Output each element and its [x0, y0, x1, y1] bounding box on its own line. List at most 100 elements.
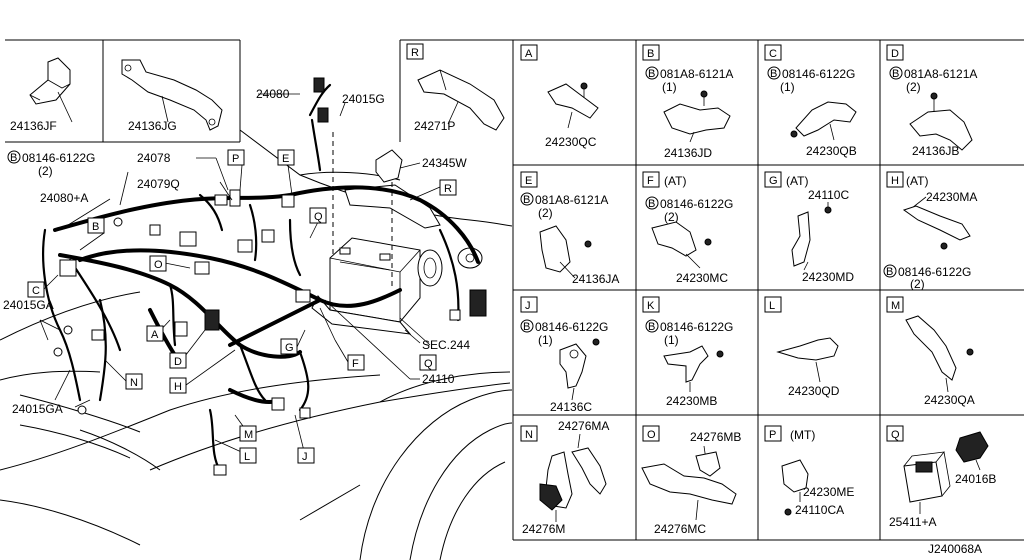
svg-text:D: D	[891, 48, 899, 60]
svg-text:08146-6122G: 08146-6122G	[535, 320, 608, 334]
svg-text:G: G	[285, 342, 294, 354]
svg-text:(MT): (MT)	[790, 428, 815, 442]
svg-text:(AT): (AT)	[906, 174, 928, 188]
svg-text:H: H	[174, 381, 182, 393]
panel-B: B B 081A8-6121A (1) 24136JD	[642, 44, 733, 160]
svg-text:(1): (1)	[662, 80, 677, 94]
svg-text:B: B	[92, 221, 99, 233]
svg-text:(1): (1)	[780, 80, 795, 94]
svg-text:08146-6122G: 08146-6122G	[22, 151, 95, 165]
svg-text:K: K	[647, 300, 655, 312]
callout-O: P	[227, 149, 245, 166]
svg-text:J: J	[525, 300, 531, 312]
svg-text:H: H	[891, 175, 899, 187]
svg-text:P: P	[232, 153, 239, 165]
svg-text:L: L	[244, 451, 250, 463]
svg-text:(2): (2)	[906, 80, 921, 94]
label-24230MC: 24230MC	[676, 271, 728, 285]
panel-P: P (MT) 24230ME 24110CA	[764, 425, 854, 517]
panel-G: G (AT) 24110C 24230MD	[764, 171, 854, 284]
svg-text:D: D	[174, 356, 182, 368]
svg-text:O: O	[647, 429, 656, 441]
svg-text:C: C	[769, 48, 777, 60]
label-24136JA: 24136JA	[572, 272, 619, 286]
label-24230QA: 24230QA	[924, 393, 975, 407]
svg-text:B: B	[770, 68, 777, 80]
callout-Q: RQ	[419, 354, 437, 371]
svg-text:N: N	[525, 429, 533, 441]
callout-M: N	[125, 373, 143, 390]
svg-text:(1): (1)	[538, 333, 553, 347]
svg-text:(AT): (AT)	[786, 174, 808, 188]
callout-P: Q	[309, 207, 327, 224]
label-24271P: 24271P	[414, 119, 455, 133]
svg-text:(2): (2)	[664, 210, 679, 224]
svg-text:L: L	[769, 300, 775, 312]
relay-24345W	[375, 149, 403, 183]
label-25411A: 25411+A	[889, 515, 937, 529]
main-callouts: P E R B Q O C A G D F N H RQ M L J	[27, 149, 457, 464]
svg-text:(2): (2)	[38, 164, 53, 178]
svg-text:081A8-6121A: 081A8-6121A	[904, 67, 977, 81]
svg-text:O: O	[154, 259, 163, 271]
svg-text:R: R	[444, 183, 452, 195]
label-24015GA: 24015GA	[3, 298, 54, 312]
callout-K: L	[239, 447, 257, 464]
callout-R: R	[439, 179, 457, 196]
svg-text:081A8-6121A: 081A8-6121A	[660, 67, 733, 81]
svg-text:E: E	[525, 175, 532, 187]
label-SEC244: SEC.244	[422, 338, 470, 352]
svg-text:B: B	[10, 152, 17, 164]
panel-J: J B 08146-6122G (1) 24136C	[520, 296, 608, 414]
label-24110C: 24110C	[808, 188, 849, 202]
label-24230MD: 24230MD	[802, 270, 854, 284]
harness-cover	[344, 184, 441, 229]
svg-text:Q: Q	[314, 211, 323, 223]
label-24345W: 24345W	[422, 156, 467, 170]
label-24110: 24110	[422, 372, 455, 386]
label-24230QD: 24230QD	[788, 384, 840, 398]
svg-text:B: B	[647, 48, 654, 60]
svg-text:M: M	[891, 300, 900, 312]
svg-text:B: B	[886, 266, 893, 278]
panel-H: H (AT) 24230MA B 08146-6122G (2)	[883, 171, 977, 291]
panel-C: C B 08146-6122G (1) 24230QB	[764, 44, 857, 158]
panel-F: F (AT) B 08146-6122G (2) 24230MC	[642, 171, 733, 285]
bracket-24136JF	[29, 57, 71, 105]
bracket-24136JG	[121, 59, 223, 131]
harness-connectors	[53, 77, 487, 476]
svg-text:C: C	[32, 285, 40, 297]
label-24230MA: 24230MA	[926, 190, 977, 204]
svg-text:B: B	[523, 194, 530, 206]
svg-text:(2): (2)	[910, 277, 925, 291]
svg-text:Q: Q	[424, 358, 433, 370]
label-24136JD: 24136JD	[664, 146, 712, 160]
svg-text:F: F	[352, 358, 359, 370]
battery	[329, 237, 421, 323]
svg-text:08146-6122G: 08146-6122G	[782, 67, 855, 81]
svg-text:G: G	[769, 175, 778, 187]
callout-D: D	[169, 352, 187, 369]
callout-L: M	[239, 425, 257, 442]
panel-A: A 24230QC	[520, 44, 599, 149]
label-24015GA-lower: 24015GA	[12, 402, 63, 416]
svg-text:M: M	[244, 429, 253, 441]
label-24230QC: 24230QC	[545, 135, 597, 149]
leader-lines	[39, 91, 459, 456]
svg-text:B: B	[648, 198, 655, 210]
label-24276MA: 24276MA	[558, 419, 609, 433]
svg-text:08146-6122G: 08146-6122G	[660, 197, 733, 211]
svg-text:R: R	[411, 47, 419, 59]
svg-text:08146-6122G: 08146-6122G	[660, 320, 733, 334]
label-24136JG: 24136JG	[128, 119, 177, 133]
panel-O: O 24276MB 24276MC	[641, 425, 741, 536]
label-24230MB: 24230MB	[666, 394, 717, 408]
callout-A: A	[146, 325, 164, 342]
diagram-code: J240068A	[928, 542, 982, 556]
callout-E: E	[277, 149, 295, 166]
callout-G: G	[280, 338, 298, 355]
panel-E: E B 081A8-6121A (2) 24136JA	[520, 171, 619, 286]
svg-text:J: J	[302, 451, 308, 463]
callout-J: J	[297, 447, 315, 464]
